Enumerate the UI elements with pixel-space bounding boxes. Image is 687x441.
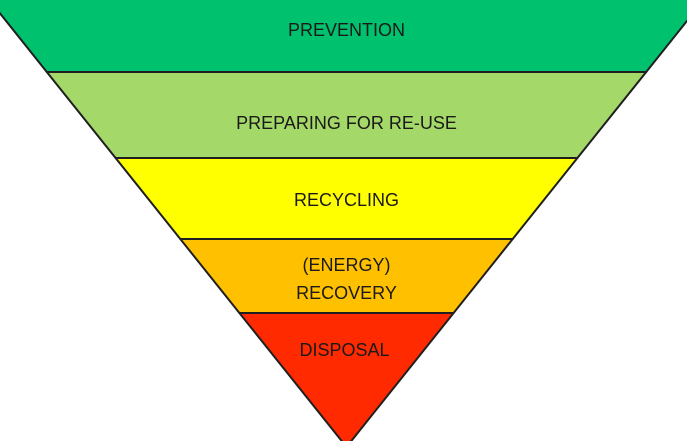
tier-label-2: PREPARING FOR RE-USE: [236, 113, 457, 133]
tier-label-3: RECYCLING: [294, 190, 399, 210]
tier-label-4-line-2: RECOVERY: [296, 283, 397, 303]
tier-label-5: DISPOSAL: [299, 340, 389, 360]
tier-band-5: [238, 312, 455, 441]
tier-label-1: PREVENTION: [288, 20, 405, 40]
tier-label-4-line-1: (ENERGY): [302, 255, 390, 275]
